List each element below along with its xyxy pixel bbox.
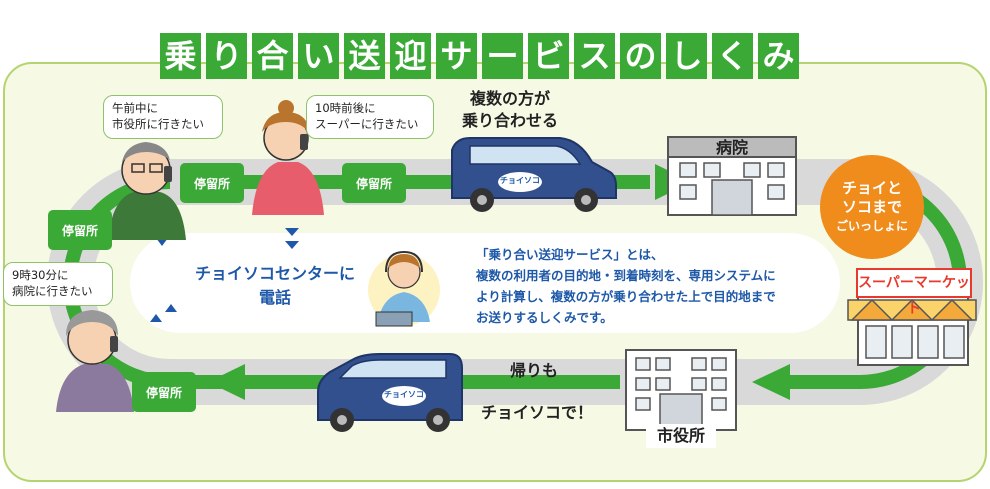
speech-bubble-man: 午前中に 市役所に行きたい	[103, 95, 223, 139]
title-char: ー	[482, 33, 523, 79]
title-char: ス	[574, 33, 615, 79]
van-logo-top: チョイソコ	[500, 176, 540, 185]
badge-line-1: チョイと	[841, 178, 902, 197]
bubble-line: スーパーに行きたい	[315, 117, 419, 131]
choisoko-badge: チョイと ソコまで ごいっしょに	[820, 155, 924, 259]
share-line: 複数の方が	[469, 89, 550, 108]
explanation-line: お送りするしくみです。	[476, 310, 613, 325]
badge-line-2: ソコまで	[841, 197, 902, 216]
bubble-line: 9時30分に	[12, 268, 69, 282]
explanation-line: より計算し、複数の方が乗り合わせた上で目的地まで	[476, 289, 776, 304]
call-line-2: 電話	[258, 288, 291, 307]
van-logo-bottom: チョイソコ	[384, 390, 424, 399]
share-line: 乗り合わせる	[461, 111, 558, 130]
title-char: 乗	[160, 33, 201, 79]
speech-bubble-elder: 9時30分に 病院に行きたい	[3, 262, 113, 306]
call-line-1: チョイソコセンターに	[194, 264, 355, 283]
hospital-label: 病院	[715, 138, 748, 157]
bus-stop-4: 停留所	[132, 372, 196, 412]
badge-line-3: ごいっしょに	[835, 218, 908, 233]
man-person-icon	[108, 142, 186, 240]
page-title: 乗 り 合 い 送 迎 サ ー ビ ス の し く み	[160, 33, 836, 79]
return-line-1: 帰りも	[509, 361, 558, 380]
title-char: い	[298, 33, 339, 79]
operator-icon	[368, 250, 440, 327]
bubble-line: 病院に行きたい	[12, 284, 93, 298]
share-ride-label: 複数の方が 乗り合わせる	[440, 88, 580, 132]
city-hall-building	[625, 349, 737, 431]
title-char: 迎	[390, 33, 431, 79]
woman-person-icon	[252, 100, 324, 215]
bubble-line: 市役所に行きたい	[112, 117, 204, 131]
title-char: サ	[436, 33, 477, 79]
van-icon-bottom	[317, 353, 463, 432]
city-hall-label: 市役所	[646, 424, 716, 448]
bubble-line: 10時前後に	[315, 101, 376, 115]
route-arrow-left-2	[208, 364, 245, 400]
hospital-building	[667, 136, 797, 216]
bus-stop-2: 停留所	[342, 163, 406, 203]
title-char: ビ	[528, 33, 569, 79]
signal-marks-top	[285, 228, 299, 249]
title-char: く	[712, 33, 753, 79]
title-char: 合	[252, 33, 293, 79]
route-arrow-left-1	[752, 364, 790, 400]
bus-stop-3: 停留所	[48, 210, 112, 250]
title-char: り	[206, 33, 247, 79]
title-char: し	[666, 33, 707, 79]
title-char: み	[758, 33, 799, 79]
explanation-line: 「乗り合い送迎サービス」とは、	[476, 247, 664, 262]
explanation-line: 複数の利用者の目的地・到着時刻を、専用システムに	[476, 268, 776, 283]
return-line-2: チョイソコで！	[480, 403, 593, 422]
bus-stop-1: 停留所	[180, 163, 244, 203]
title-char: の	[620, 33, 661, 79]
bubble-line: 午前中に	[112, 101, 158, 115]
elderly-woman-icon	[56, 310, 134, 412]
title-char: 送	[344, 33, 385, 79]
call-center-label: チョイソコセンターに 電話	[180, 262, 370, 310]
supermarket-sign: スーパーマーケット	[856, 268, 972, 317]
explanation-text: 「乗り合い送迎サービス」とは、 複数の利用者の目的地・到着時刻を、専用システムに…	[476, 244, 826, 328]
center-panel	[130, 233, 840, 333]
speech-bubble-woman: 10時前後に スーパーに行きたい	[306, 95, 434, 139]
van-icon-top	[451, 137, 617, 212]
